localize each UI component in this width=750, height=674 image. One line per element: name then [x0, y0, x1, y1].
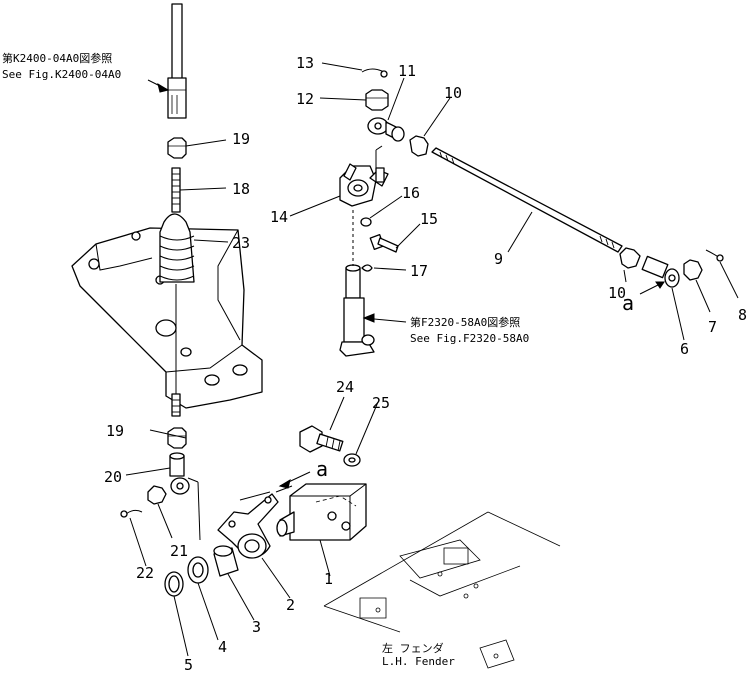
fender-outline: [323, 511, 561, 669]
callout-9: 9: [494, 250, 503, 268]
callout-5: 5: [184, 656, 193, 674]
callout-1: 1: [324, 570, 333, 588]
callout-12: 12: [296, 90, 314, 108]
callout-20: 20: [104, 468, 122, 486]
reference-notes: 第K2400-04A0図参照 See Fig.K2400-04A0 第F2320…: [2, 51, 529, 668]
bushing-3: [213, 545, 239, 577]
callout-19a: 19: [232, 130, 250, 148]
lever-2: [217, 493, 279, 559]
callout-2: 2: [286, 596, 295, 614]
lower-rod: [171, 284, 181, 417]
callout-23: 23: [232, 234, 250, 252]
washer-16: [360, 217, 372, 227]
callout-13: 13: [296, 54, 314, 72]
pin-8: [705, 249, 724, 262]
callout-18: 18: [232, 180, 250, 198]
ref-f2320-en: See Fig.F2320-58A0: [410, 332, 529, 345]
rod-9: [431, 147, 623, 253]
marker-a-right: a: [622, 291, 634, 315]
rod-end-11: [367, 117, 405, 142]
callout-labels: 1 2 3 4 5 6 7 8 9 10 10 11 12 13 14 15 1…: [104, 54, 747, 674]
fender-label-jp: 左 フェンダ: [382, 641, 444, 655]
ref-k2400-jp: 第K2400-04A0図参照: [2, 51, 112, 65]
ref-f2320-jp: 第F2320-58A0図参照: [410, 315, 520, 329]
bolt-15: [369, 234, 399, 253]
joint-20: [169, 452, 201, 541]
view-markers: a a: [316, 291, 634, 481]
threaded-rod-18: [171, 167, 181, 213]
marker-a-lower: a: [316, 457, 328, 481]
bellcrank-14: [339, 145, 389, 207]
nut-10-lower: [619, 247, 641, 269]
bolt-24: [299, 425, 344, 453]
callout-10a: 10: [444, 84, 462, 102]
nut-10-upper: [409, 135, 429, 157]
nut-21: [147, 485, 167, 505]
fender-label-en: L.H. Fender: [382, 655, 455, 668]
washer-25: [343, 453, 361, 467]
callout-21: 21: [170, 542, 188, 560]
callout-15: 15: [420, 210, 438, 228]
callout-17: 17: [410, 262, 428, 280]
washer-4: [187, 556, 209, 584]
callout-10b: 10: [608, 284, 626, 302]
callout-14: 14: [270, 208, 288, 226]
callout-24: 24: [336, 378, 354, 396]
nut-7: [683, 259, 703, 281]
nut-19-upper: [167, 137, 187, 159]
callout-22: 22: [136, 564, 154, 582]
pin-13: [361, 68, 388, 78]
boot-23: [159, 213, 195, 283]
ref-k2400-en: See Fig.K2400-04A0: [2, 68, 121, 81]
callout-16: 16: [402, 184, 420, 202]
upper-rod: [167, 3, 187, 119]
lever-shaft: [239, 485, 293, 501]
callout-11: 11: [398, 62, 416, 80]
callout-6: 6: [680, 340, 689, 358]
callout-7: 7: [708, 318, 717, 336]
nut-19-lower: [167, 427, 187, 449]
callout-3: 3: [252, 618, 261, 636]
callout-4: 4: [218, 638, 227, 656]
callout-8: 8: [738, 306, 747, 324]
box-1: [276, 483, 367, 541]
callout-19b: 19: [106, 422, 124, 440]
nut-12: [365, 89, 389, 111]
rod-end-6: [641, 255, 680, 288]
leader-lines: [125, 62, 739, 657]
shaft: [339, 210, 375, 357]
callout-25: 25: [372, 394, 390, 412]
pin-22: [120, 509, 143, 518]
snap-ring-5: [164, 571, 184, 597]
key-17: [361, 264, 373, 272]
